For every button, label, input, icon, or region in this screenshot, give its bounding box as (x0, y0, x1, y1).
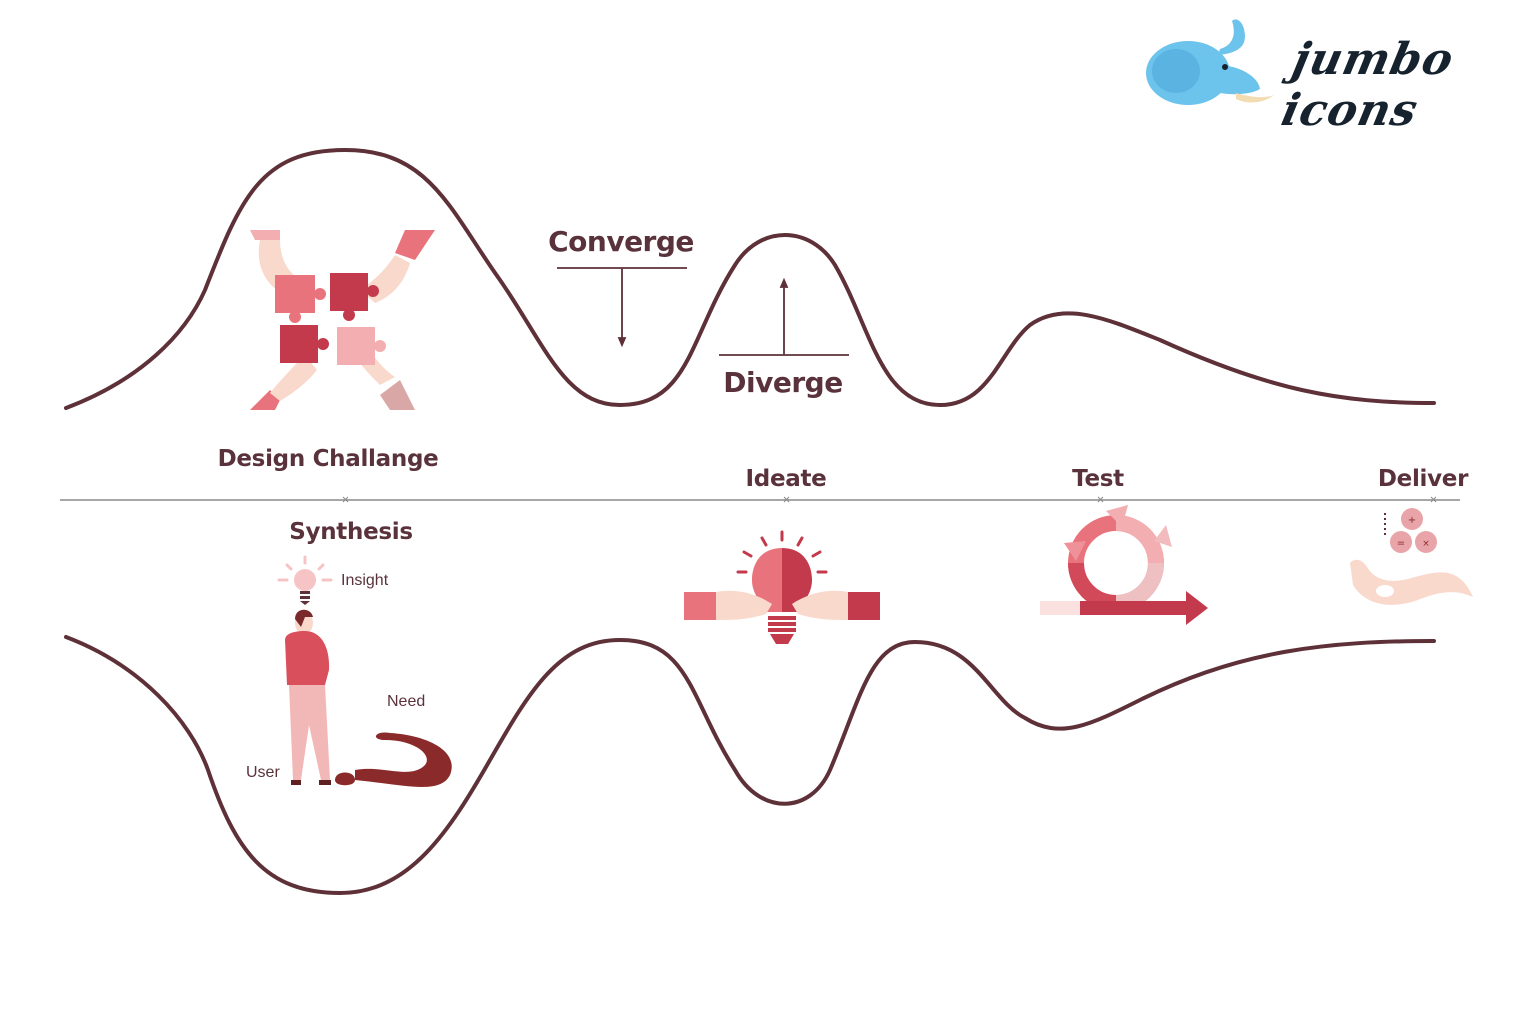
stage-label-test: Test (1072, 466, 1124, 492)
iteration-cycle-icon (1040, 505, 1208, 625)
diverge-label: Diverge (723, 366, 843, 399)
svg-text:=: = (1397, 538, 1405, 549)
converge-arrow-icon (557, 267, 687, 348)
brand-name: jumbo icons (1277, 34, 1459, 136)
user-label: User (246, 764, 280, 781)
stage-label-design-challenge: Design Challange (217, 446, 439, 472)
svg-text:×: × (1422, 539, 1430, 549)
insight-bulb-icon (277, 555, 333, 605)
svg-text:+: + (1408, 515, 1416, 526)
elephant-icon (1146, 19, 1274, 105)
top-curve (64, 147, 1436, 410)
puzzle-hands-icon (250, 230, 435, 410)
need-label: Need (387, 693, 426, 710)
lightbulb-puzzle-icon (684, 530, 880, 644)
stage-label-synthesis: Synthesis (289, 519, 413, 545)
stage-label-deliver: Deliver (1377, 466, 1469, 492)
diverge-arrow-icon (719, 277, 849, 356)
converge-label: Converge (548, 225, 694, 258)
insight-label: Insight (341, 572, 389, 589)
hand-delivery-icon: + = × (1350, 508, 1473, 605)
stage-label-ideate: Ideate (745, 466, 827, 492)
axis-ticks (342, 496, 1437, 503)
bottom-curve (64, 635, 1436, 896)
thinking-user-icon (277, 555, 452, 787)
